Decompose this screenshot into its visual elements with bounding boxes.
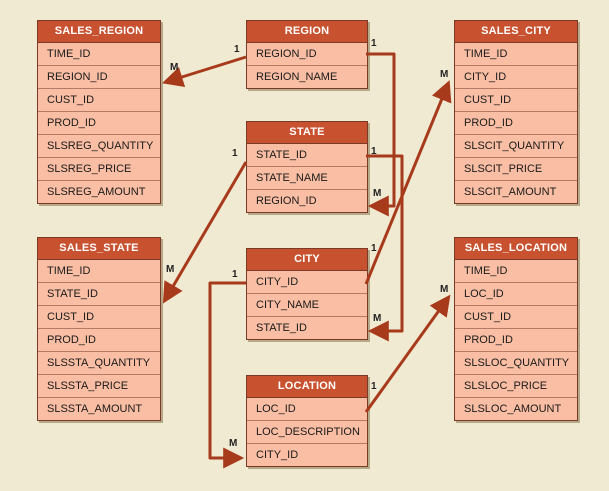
attr-city-id: CITY_ID [247, 271, 367, 294]
entity-location: LOCATION LOC_ID LOC_DESCRIPTION CITY_ID [246, 375, 368, 467]
attr-state-id: STATE_ID [247, 144, 367, 167]
attr-prod-id: PROD_ID [455, 329, 577, 352]
cardinality-many: M [440, 284, 448, 295]
entity-sales-city: SALES_CITY TIME_ID CITY_ID CUST_ID PROD_… [454, 20, 578, 204]
attr-time-id: TIME_ID [38, 43, 160, 66]
entity-state: STATE STATE_ID STATE_NAME REGION_ID [246, 121, 368, 213]
attr-cust-id: CUST_ID [455, 306, 577, 329]
entity-sales-location-title: SALES_LOCATION [455, 238, 577, 260]
cardinality-one: 1 [371, 381, 377, 392]
entity-location-title: LOCATION [247, 376, 367, 398]
attr-region-name: REGION_NAME [256, 71, 338, 83]
rel-city-sales-city [364, 80, 452, 285]
attr-cust-id: CUST_ID [38, 306, 160, 329]
entity-state-title: STATE [247, 122, 367, 144]
attr-state-id: STATE_ID [38, 283, 160, 306]
cardinality-one: 1 [371, 243, 377, 254]
attr-slssta-price: SLSSTA_PRICE [38, 375, 160, 398]
rel-region-sales-region [161, 55, 247, 88]
entity-sales-state-title: SALES_STATE [38, 238, 160, 260]
rel-location-sales-location [364, 294, 451, 413]
attr-prod-id: PROD_ID [455, 112, 577, 135]
attr-prod-id: PROD_ID [38, 329, 160, 352]
cardinality-one: 1 [371, 146, 377, 157]
rel-region-state [366, 52, 396, 217]
cardinality-one: 1 [234, 44, 240, 55]
attr-slsloc-amount: SLSLOC_AMOUNT [464, 403, 562, 415]
cardinality-many: M [170, 62, 178, 73]
cardinality-one: 1 [371, 38, 377, 49]
attr-slsreg-quantity: SLSREG_QUANTITY [38, 135, 160, 158]
attr-loc-description: LOC_DESCRIPTION [247, 421, 367, 444]
attr-loc-id: LOC_ID [247, 398, 367, 421]
attr-loc-id: LOC_ID [455, 283, 577, 306]
rel-state-city [366, 154, 404, 342]
attr-region-id: REGION_ID [256, 195, 317, 207]
cardinality-one: 1 [232, 148, 238, 159]
attr-slsloc-price: SLSLOC_PRICE [455, 375, 577, 398]
attr-slscit-amount: SLSCIT_AMOUNT [464, 186, 557, 198]
entity-region-title: REGION [247, 21, 367, 43]
entity-city: CITY CITY_ID CITY_NAME STATE_ID [246, 248, 368, 340]
attr-cust-id: CUST_ID [38, 89, 160, 112]
attr-city-name: CITY_NAME [247, 294, 367, 317]
attr-slsloc-quantity: SLSLOC_QUANTITY [455, 352, 577, 375]
attr-slscit-quantity: SLSCIT_QUANTITY [455, 135, 577, 158]
attr-cust-id: CUST_ID [455, 89, 577, 112]
attr-city-id: CITY_ID [455, 66, 577, 89]
cardinality-many: M [229, 438, 237, 449]
entity-sales-region-title: SALES_REGION [38, 21, 160, 43]
entity-city-title: CITY [247, 249, 367, 271]
attr-slsreg-amount: SLSREG_AMOUNT [47, 186, 146, 198]
cardinality-many: M [373, 313, 381, 324]
entity-sales-city-title: SALES_CITY [455, 21, 577, 43]
attr-slscit-price: SLSCIT_PRICE [455, 158, 577, 181]
cardinality-many: M [166, 264, 174, 275]
attr-slsreg-price: SLSREG_PRICE [38, 158, 160, 181]
rel-state-sales-state [162, 161, 248, 304]
attr-time-id: TIME_ID [455, 260, 577, 283]
attr-region-id: REGION_ID [38, 66, 160, 89]
rel-city-location [208, 281, 246, 469]
attr-slssta-amount: SLSSTA_AMOUNT [47, 403, 143, 415]
entity-sales-region: SALES_REGION TIME_ID REGION_ID CUST_ID P… [37, 20, 161, 204]
entity-sales-location: SALES_LOCATION TIME_ID LOC_ID CUST_ID PR… [454, 237, 578, 421]
attr-state-name: STATE_NAME [247, 167, 367, 190]
entity-sales-state: SALES_STATE TIME_ID STATE_ID CUST_ID PRO… [37, 237, 161, 421]
attr-slssta-quantity: SLSSTA_QUANTITY [38, 352, 160, 375]
attr-region-id: REGION_ID [247, 43, 367, 66]
cardinality-many: M [373, 188, 381, 199]
attr-time-id: TIME_ID [455, 43, 577, 66]
attr-state-id: STATE_ID [256, 322, 307, 334]
attr-time-id: TIME_ID [38, 260, 160, 283]
attr-prod-id: PROD_ID [38, 112, 160, 135]
attr-city-id: CITY_ID [256, 449, 299, 461]
cardinality-one: 1 [232, 269, 238, 280]
entity-region: REGION REGION_ID REGION_NAME [246, 20, 368, 89]
cardinality-many: M [440, 69, 448, 80]
